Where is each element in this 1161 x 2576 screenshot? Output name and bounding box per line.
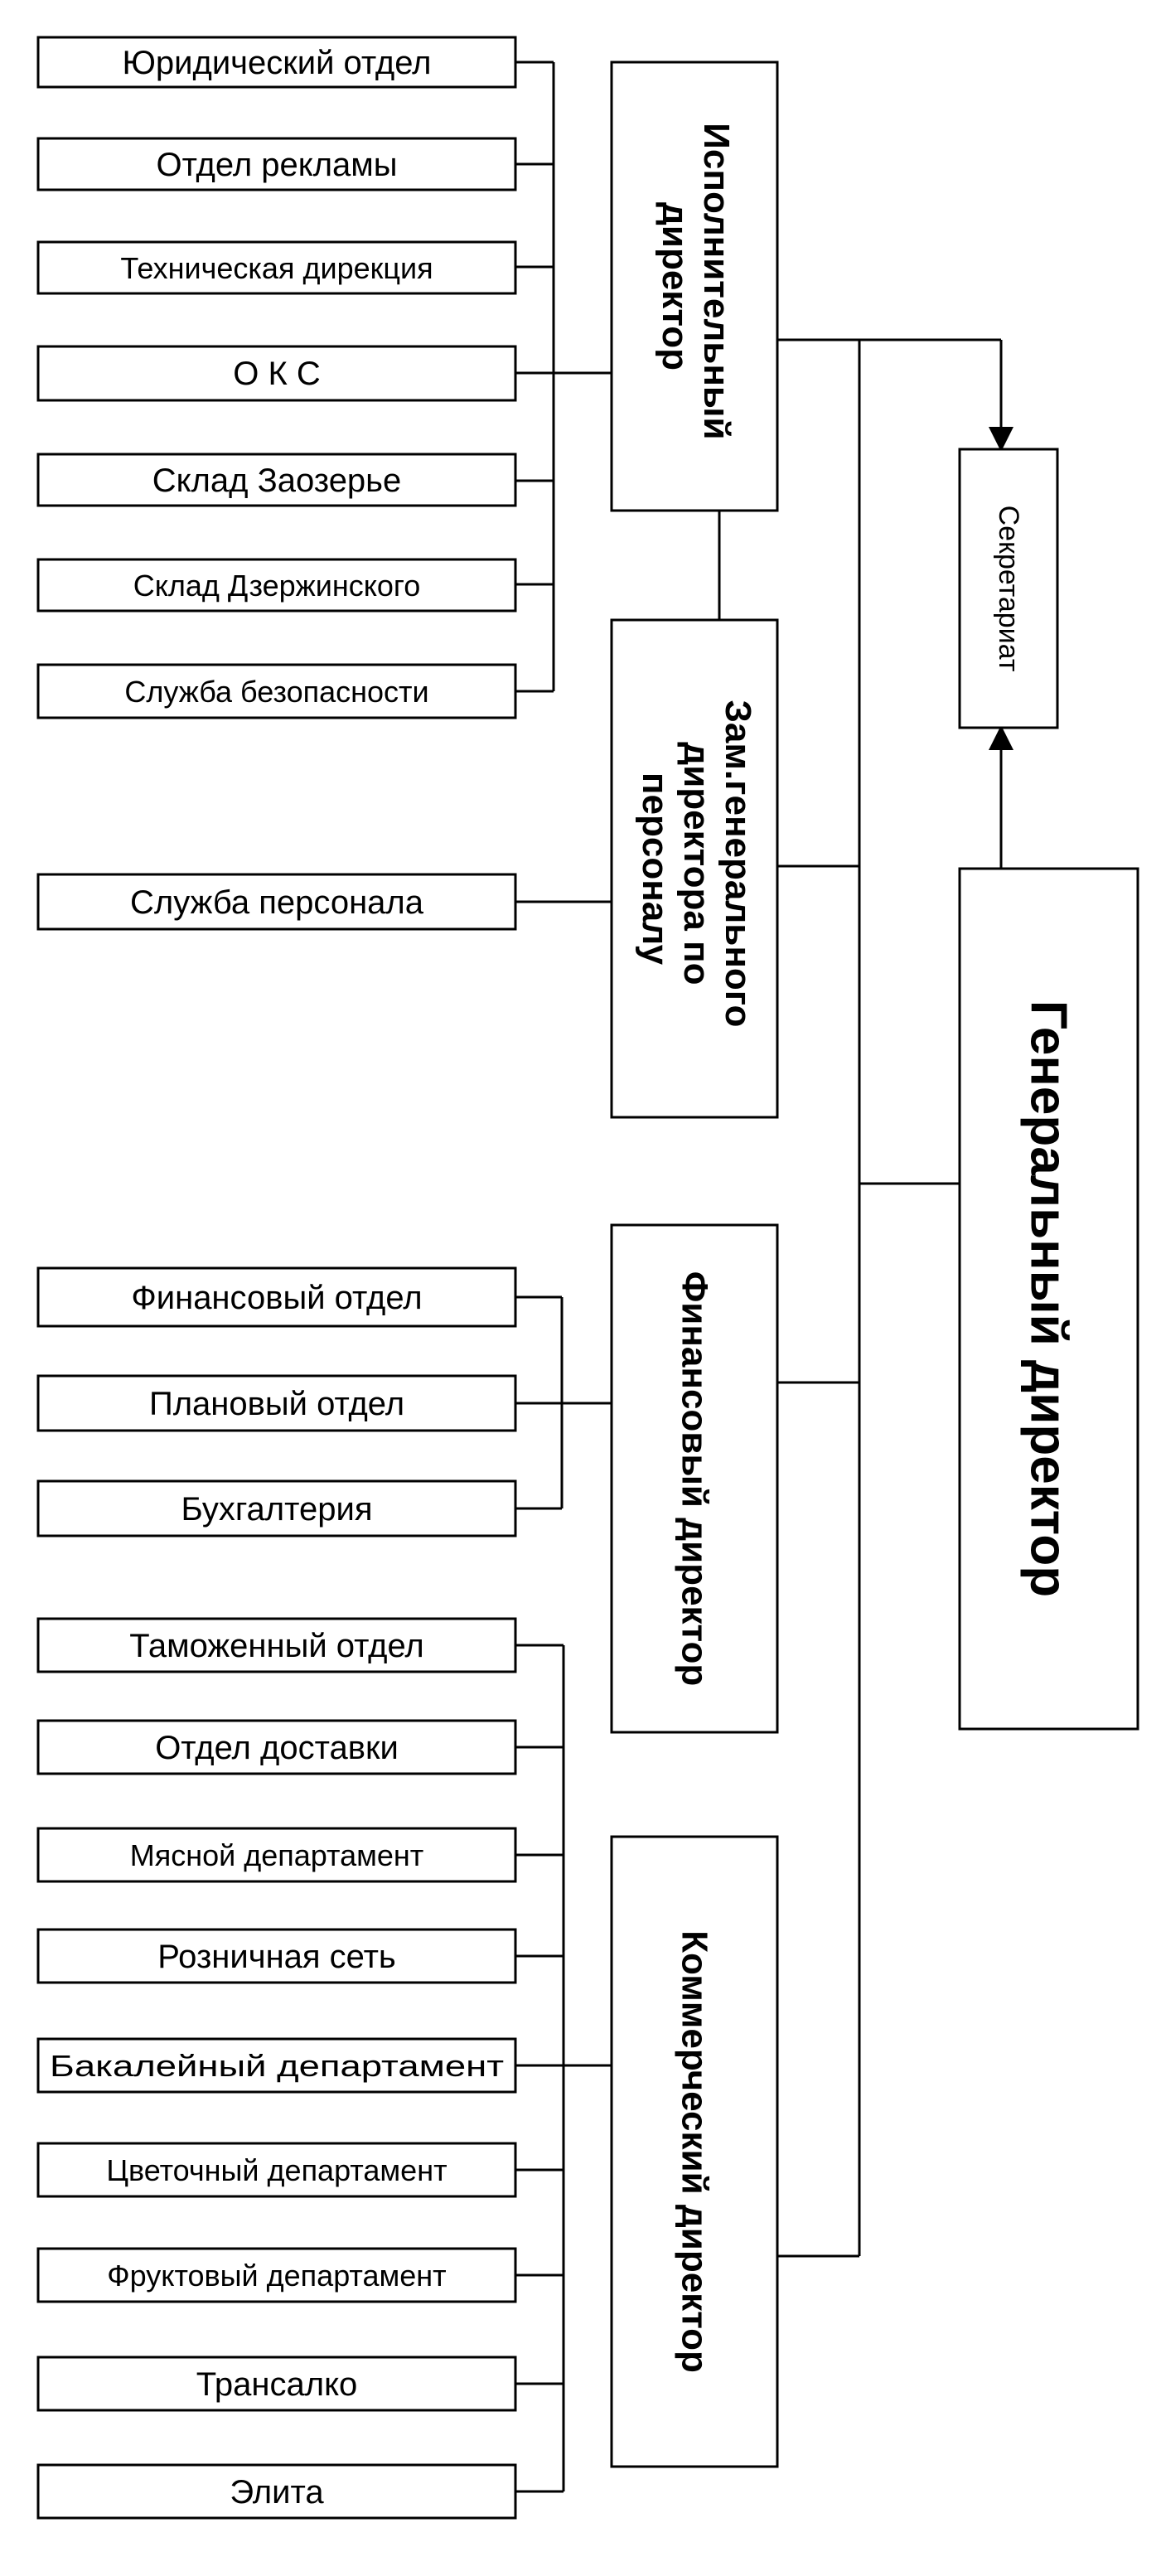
hr-director-label-line2: директора по <box>676 742 717 985</box>
dept-oks: О К С <box>36 345 517 402</box>
executive-director-label-line1: Исполнительный <box>696 123 737 439</box>
hr-departments: Служба персонала <box>36 873 517 931</box>
dept-customs-label: Таможенный отдел <box>129 1628 424 1664</box>
hr-director-label: Зам.генерального директора по персоналу <box>635 700 758 1037</box>
hr-director-box: Зам.генерального директора по персоналу <box>610 618 779 1119</box>
dept-technical-label: Техническая дирекция <box>120 251 433 285</box>
dept-grocery-label: Бакалейный департамент <box>50 2049 504 2083</box>
connector-lines <box>515 61 1013 2493</box>
commercial-director-label: Коммерческий директор <box>675 1930 715 2373</box>
commercial-director-box: Коммерческий директор <box>610 1835 779 2468</box>
dept-fruit-label: Фруктовый департамент <box>107 2259 446 2293</box>
dept-legal: Юридический отдел <box>36 36 517 89</box>
executive-director-label: Исполнительный директор <box>655 123 737 449</box>
dept-elita: Элита <box>36 2463 517 2520</box>
dept-technical: Техническая дирекция <box>36 240 517 295</box>
dept-transalko-label: Трансалко <box>196 2366 358 2403</box>
financial-departments: Финансовый отдел Плановый отдел Бухгалте… <box>36 1266 517 1537</box>
executive-director-label-line2: директор <box>655 202 695 370</box>
dept-warehouse-zaozerye-label: Склад Заозерье <box>152 462 402 499</box>
dept-finance: Финансовый отдел <box>36 1266 517 1328</box>
dept-meat-label: Мясной департамент <box>130 1838 424 1872</box>
secretariat-box: Секретариат <box>958 448 1059 729</box>
dept-transalko: Трансалко <box>36 2356 517 2412</box>
dept-advertising: Отдел рекламы <box>36 137 517 191</box>
dept-security: Служба безопасности <box>36 663 517 719</box>
general-director-box: Генеральный директор <box>958 867 1139 1731</box>
dept-oks-label: О К С <box>233 356 321 392</box>
hr-director-label-line1: Зам.генерального <box>718 700 758 1027</box>
dept-delivery: Отдел доставки <box>36 1719 517 1775</box>
dept-elita-label: Элита <box>230 2474 324 2511</box>
dept-retail-label: Розничная сеть <box>157 1939 396 1975</box>
dept-personnel-label: Служба персонала <box>130 884 424 921</box>
executive-departments: Юридический отдел Отдел рекламы Техничес… <box>36 36 517 719</box>
dept-warehouse-dzerzhinsky-label: Склад Дзержинского <box>133 569 421 603</box>
financial-director-box: Финансовый директор <box>610 1223 779 1734</box>
dept-delivery-label: Отдел доставки <box>155 1730 399 1766</box>
dept-retail: Розничная сеть <box>36 1928 517 1984</box>
executives: Исполнительный директор Зам.генерального… <box>610 61 779 2468</box>
dept-meat: Мясной департамент <box>36 1827 517 1883</box>
commercial-departments: Таможенный отдел Отдел доставки Мясной д… <box>36 1617 517 2520</box>
general-director-label: Генеральный директор <box>1020 1000 1077 1597</box>
executive-director-box: Исполнительный директор <box>610 61 779 512</box>
dept-customs: Таможенный отдел <box>36 1617 517 1673</box>
dept-fruit: Фруктовый департамент <box>36 2247 517 2303</box>
hr-director-label-line3: персоналу <box>635 772 675 966</box>
dept-advertising-label: Отдел рекламы <box>156 147 397 183</box>
dept-finance-label: Финансовый отдел <box>131 1280 422 1316</box>
dept-warehouse-zaozerye: Склад Заозерье <box>36 453 517 507</box>
dept-planning: Плановый отдел <box>36 1374 517 1432</box>
dept-grocery: Бакалейный департамент <box>36 2037 517 2094</box>
dept-security-label: Служба безопасности <box>124 675 428 709</box>
dept-planning-label: Плановый отдел <box>149 1386 404 1422</box>
secretariat-label: Секретариат <box>993 506 1024 672</box>
dept-personnel: Служба персонала <box>36 873 517 931</box>
dept-flowers-label: Цветочный департамент <box>106 2153 447 2187</box>
dept-accounting-label: Бухгалтерия <box>181 1491 372 1528</box>
dept-legal-label: Юридический отдел <box>122 45 431 81</box>
financial-director-label: Финансовый директор <box>675 1271 715 1687</box>
dept-accounting: Бухгалтерия <box>36 1479 517 1537</box>
dept-warehouse-dzerzhinsky: Склад Дзержинского <box>36 558 517 613</box>
dept-flowers: Цветочный департамент <box>36 2142 517 2198</box>
